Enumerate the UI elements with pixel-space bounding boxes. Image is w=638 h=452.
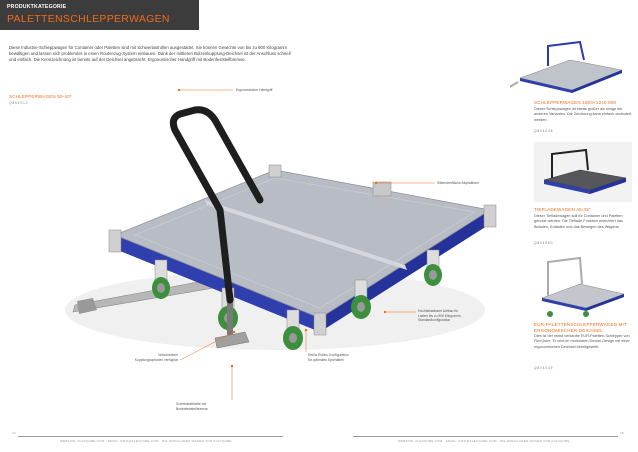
- ergonomic-handle: [169, 106, 264, 304]
- wheel: [424, 249, 442, 286]
- footer-rule-left: [18, 436, 283, 437]
- brake-foot: [214, 331, 250, 349]
- frame-front-left: [115, 235, 320, 332]
- callout-brake: Schnellkraftwelle mit Bodenfeststellbrem…: [176, 402, 208, 411]
- main-product-number: Q 8 0 4 0 1 0: [9, 101, 28, 105]
- side-product-1-desc: Dieser Schleppwagen ist etwas größer als…: [534, 107, 632, 122]
- intro-text: Diese Industrie-Schleppwagen für Contain…: [9, 45, 291, 63]
- page-title: PALETTENSCHLEPPERWAGEN: [7, 13, 170, 25]
- side-product-1-name: SCHLEPPERWAGEN 1600×1240 MM: [534, 100, 617, 105]
- corner-bracket: [483, 204, 497, 228]
- wheel: [351, 279, 371, 319]
- footer-text-right: WEBSITE: FLEXQUBE.COM · EMAIL: INFO@FLEX…: [398, 439, 570, 443]
- wheel: [152, 259, 170, 299]
- category-header: [0, 0, 199, 30]
- footer-text-left: WEBSITE: FLEXQUBE.COM · EMAIL: INFO@FLEX…: [60, 439, 232, 443]
- side-product-3-name: EUR-PALETTENSCHLEPPERWAGEN MIT ERGONOMIS…: [534, 322, 627, 333]
- side-product-3-desc: Dies ist der meist verkaufte EUR-Palette…: [534, 334, 630, 349]
- callout-coupling: Verschiedene Kupplungsoptionen verfügbar: [134, 353, 178, 362]
- page-number-right: 25: [620, 431, 624, 435]
- footer-rule-right: [353, 436, 618, 437]
- side-product-2-number: Q 8 0 4 0 5 0: [534, 241, 553, 245]
- callout-deck: Silberoberfläche Aluplattform: [437, 181, 480, 185]
- side-product-3-image: [541, 256, 625, 317]
- side-product-1-number: Q 8 0 4 0 4 8: [534, 129, 553, 133]
- corner-bracket: [313, 312, 327, 336]
- rear-coupling: [372, 181, 392, 197]
- side-product-1-image: [510, 40, 623, 93]
- callout-handle: Ergonomischer Handgriff: [236, 88, 273, 92]
- main-product-name: SCHLEPPERWAGEN 50-40*: [9, 94, 72, 99]
- corner-bracket: [268, 164, 282, 178]
- callout-capacity: Hochbelastbarer Aufbau für Lasten bis zu…: [418, 309, 462, 323]
- side-product-2-desc: Dieser Tiefladewagen soll für Container …: [534, 214, 623, 229]
- deck-seam: [205, 200, 407, 270]
- side-product-2-image: [534, 142, 632, 202]
- category-kicker: PRODUKTKATEGORIE: [7, 4, 67, 10]
- tow-bar-eye: [77, 298, 97, 314]
- corner-bracket: [108, 229, 122, 253]
- brake-post: [227, 300, 233, 340]
- main-cart-illustration: [65, 106, 497, 350]
- callout-wheels: Sechs Rollen: Konfiguration für optimale…: [308, 353, 349, 362]
- side-product-3-number: Q 8 0 4 0 4 9: [534, 366, 553, 370]
- wheel: [283, 309, 303, 350]
- page-number-left: 24: [12, 431, 16, 435]
- side-product-2-name: TIEFLADEWAGEN 45-45": [534, 207, 591, 212]
- deck-panel-edge: [133, 177, 477, 309]
